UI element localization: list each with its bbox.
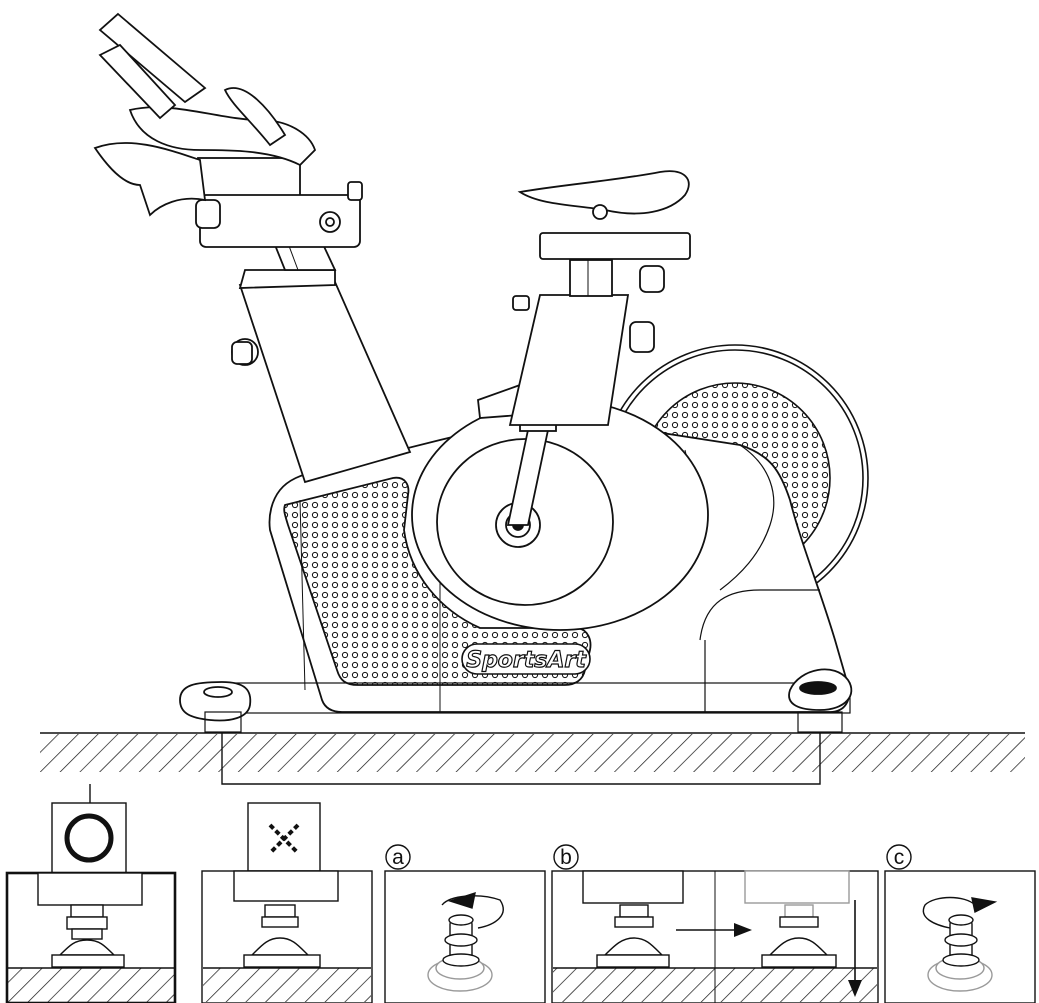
sportsart-logo: SportsArt xyxy=(461,643,591,675)
detail-panel-incorrect xyxy=(201,802,373,1003)
circle-symbol xyxy=(64,813,114,863)
svg-text:SportsArt: SportsArt xyxy=(466,648,587,673)
step-a-label: a xyxy=(392,846,404,869)
drive-cover xyxy=(411,399,709,631)
rear-foot xyxy=(788,668,853,733)
step-b-panel: b xyxy=(551,844,879,1003)
seat-post xyxy=(508,170,691,426)
front-foot xyxy=(179,681,252,733)
cross-symbol xyxy=(268,823,300,855)
step-b-label: b xyxy=(560,846,572,869)
step-a-panel: a xyxy=(384,844,546,1003)
detail-panel-correct xyxy=(5,802,177,1003)
step-c-label: c xyxy=(894,846,905,869)
handlebar-assembly xyxy=(93,12,363,248)
step-c-panel: c xyxy=(884,844,1036,1003)
floor xyxy=(40,732,1025,772)
callout-lines xyxy=(89,732,821,803)
